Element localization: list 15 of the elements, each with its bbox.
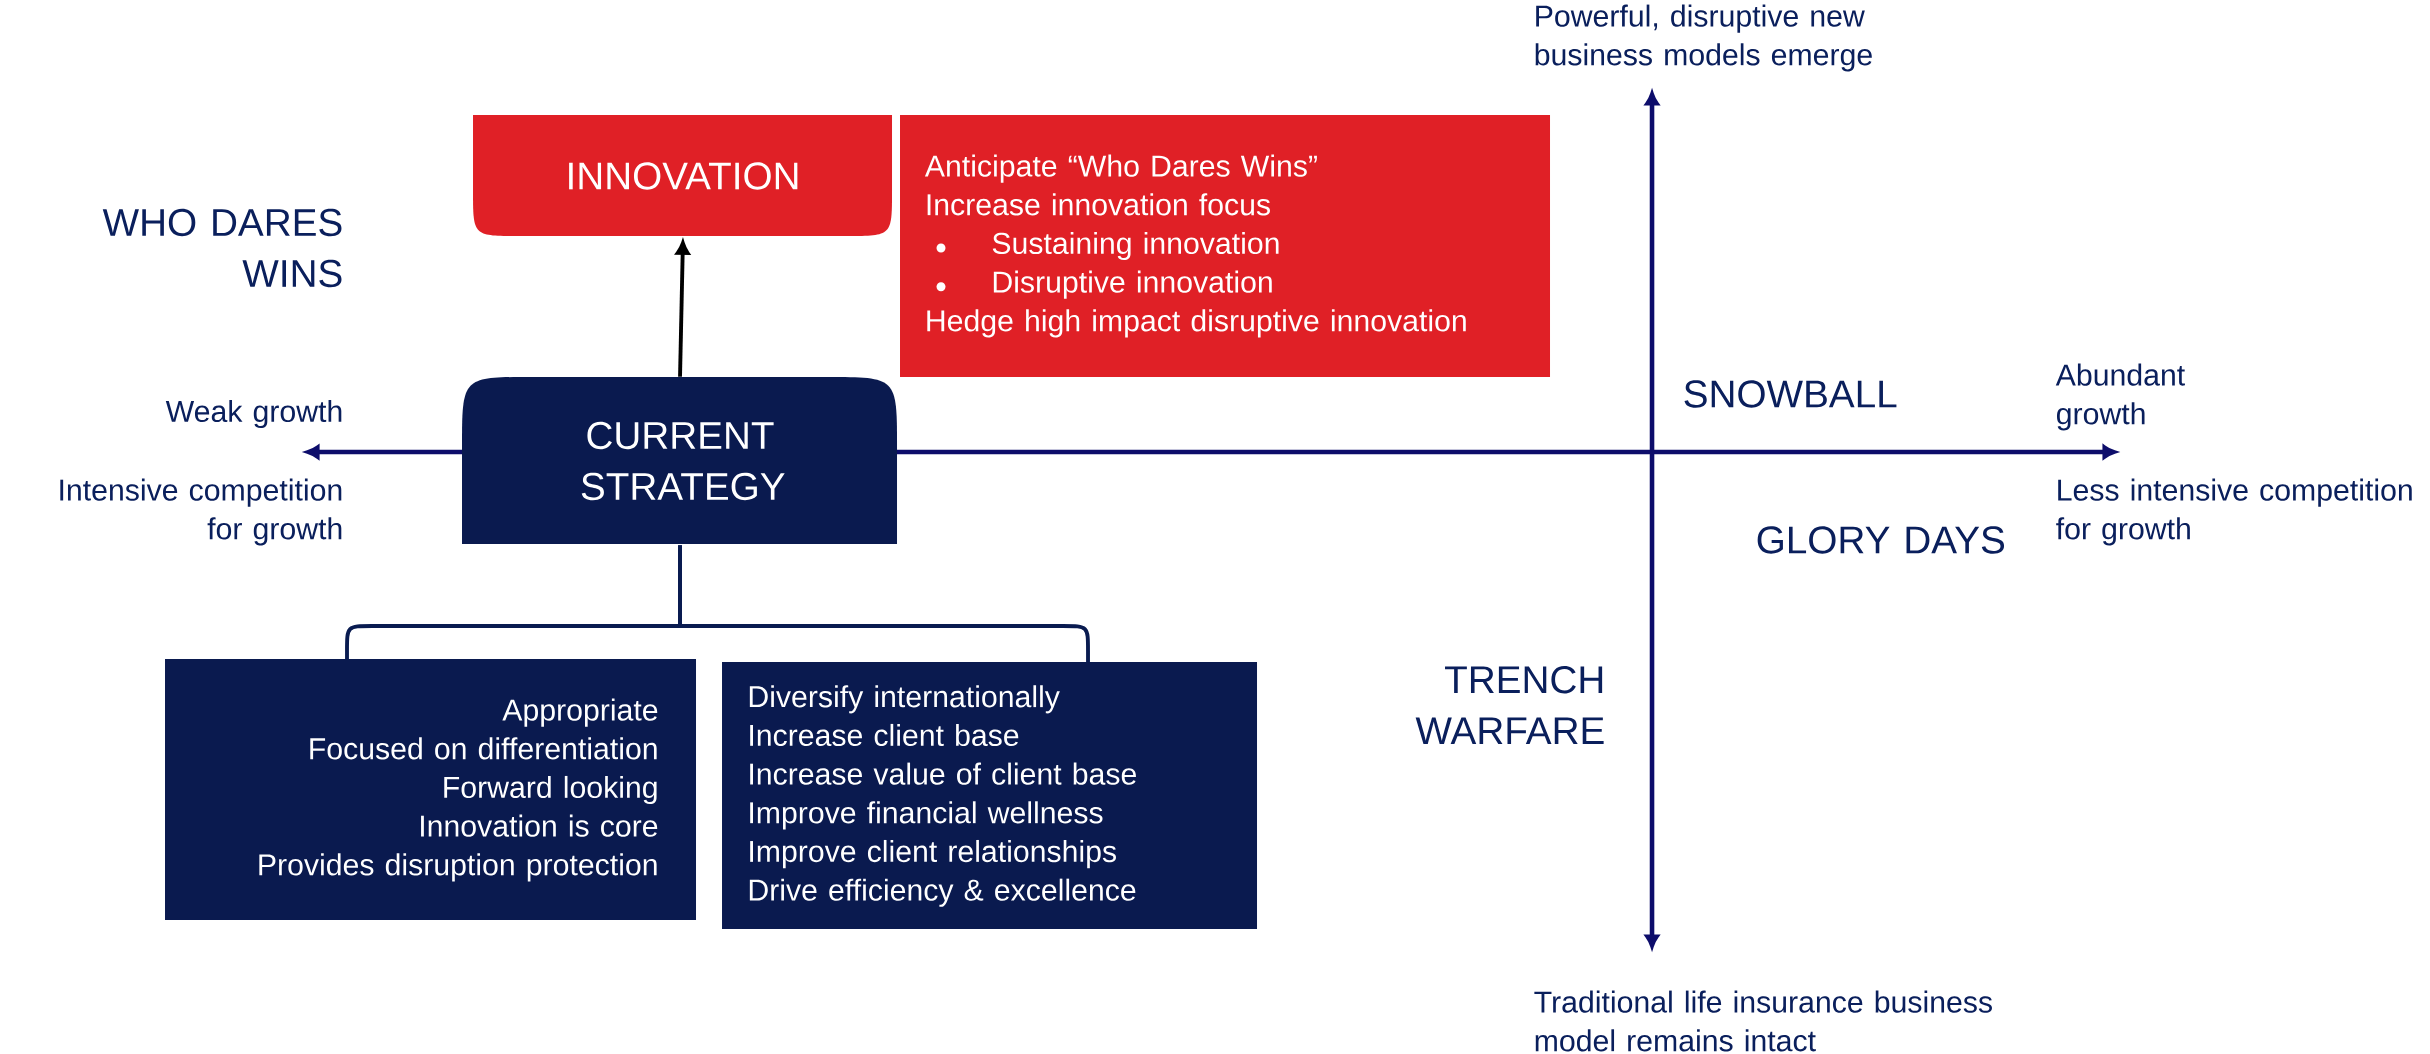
axis-label: Intensive competition for growth — [60, 478, 342, 546]
innovation-box: INNOVATION — [473, 115, 892, 236]
text-box: Diversify internationally Increase client base Increase value of client base Improve financial wellness Improve client relationships Drive efficiency & excellence — [722, 662, 1257, 929]
axis-label: Weak growth — [165, 399, 342, 429]
axis-label: Powerful, disruptive new business models emerge — [1535, 4, 1872, 72]
quadrant-label: GLORY DAYS — [1757, 526, 2005, 554]
text-box: Anticipate “Who Dares Wins” Increase innovation focus Sustaining innovation Disruptive innovation Hedge high impact disruptive innovation — [900, 115, 1550, 377]
quadrant-label: WHO DARES WINS — [102, 208, 342, 288]
strategy-box: CURRENT STRATEGY — [462, 377, 897, 544]
axis-label: Less intensive competition for growth — [2056, 478, 2412, 546]
axis-label: Traditional life insurance business model remains intact — [1534, 990, 1992, 1052]
quadrant-label: TRENCH WARFARE — [1415, 666, 1604, 744]
axis-label: Abundant growth — [2055, 363, 2185, 431]
text-box: Appropriate Focused on differentiation Forward looking Innovation is core Provides disruption protection — [165, 659, 696, 920]
quadrant-label: SNOWBALL — [1684, 380, 1897, 408]
